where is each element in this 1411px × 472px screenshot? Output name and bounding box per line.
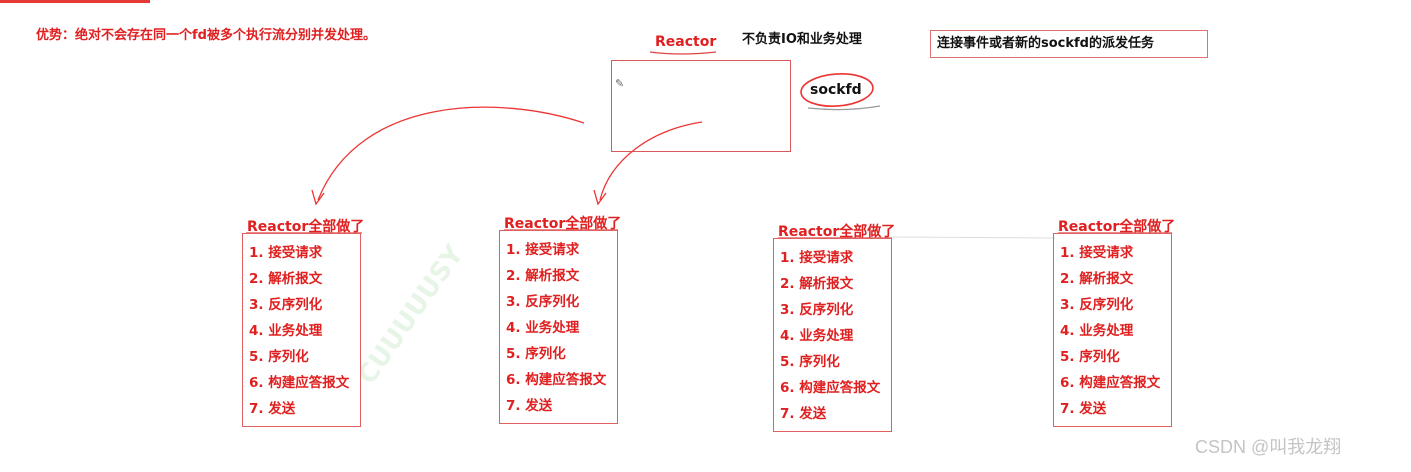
step-item: 2. 解析报文 [506,268,580,284]
reactor-title: Reactor [655,34,717,50]
step-item: 6. 构建应答报文 [1060,375,1161,391]
worker-2-steps: 1. 接受请求 2. 解析报文 3. 反序列化 4. 业务处理 5. 序列化 6… [499,230,618,424]
sockfd-underline [807,105,881,111]
step-item: 6. 构建应答报文 [506,372,607,388]
worker-3-steps: 1. 接受请求 2. 解析报文 3. 反序列化 4. 业务处理 5. 序列化 6… [773,238,892,432]
worker-3-title: Reactor全部做了 [778,224,896,240]
top-accent-bar [0,0,150,3]
step-item: 5. 序列化 [506,346,566,362]
sockfd-label: sockfd [810,82,862,98]
advantage-note: 优势：绝对不会存在同一个fd被多个执行流分别并发处理。 [36,28,376,43]
worker-2-title: Reactor全部做了 [504,216,622,232]
worker-1-title: Reactor全部做了 [247,219,365,235]
step-item: 4. 业务处理 [506,320,580,336]
step-item: 2. 解析报文 [1060,271,1134,287]
step-item: 5. 序列化 [780,354,840,370]
worker-3-extra-line [891,236,1056,239]
step-item: 1. 接受请求 [249,245,323,261]
faint-background-mark: CUUUUUSY [352,239,470,391]
dispatch-note-text: 连接事件或者新的sockfd的派发任务 [937,36,1154,51]
step-item: 3. 反序列化 [1060,297,1134,313]
step-item: 1. 接受请求 [1060,245,1134,261]
arrow-head-1 [311,189,325,206]
step-item: 4. 业务处理 [249,323,323,339]
step-item: 5. 序列化 [1060,349,1120,365]
no-io-note: 不负责IO和业务处理 [742,32,862,47]
step-item: 2. 解析报文 [249,271,323,287]
step-item: 7. 发送 [506,398,553,414]
worker-4-steps: 1. 接受请求 2. 解析报文 3. 反序列化 4. 业务处理 5. 序列化 6… [1053,233,1172,427]
step-item: 3. 反序列化 [780,302,854,318]
step-item: 5. 序列化 [249,349,309,365]
step-item: 7. 发送 [1060,401,1107,417]
step-item: 6. 构建应答报文 [780,380,881,396]
step-item: 3. 反序列化 [506,294,580,310]
step-item: 7. 发送 [249,401,296,417]
worker-1-steps: 1. 接受请求 2. 解析报文 3. 反序列化 4. 业务处理 5. 序列化 6… [242,233,361,427]
arrow-head-2 [593,189,607,206]
step-item: 1. 接受请求 [780,250,854,266]
step-item: 4. 业务处理 [1060,323,1134,339]
step-item: 6. 构建应答报文 [249,375,350,391]
reactor-box [611,60,791,152]
step-item: 7. 发送 [780,406,827,422]
arrow-to-worker-1 [317,106,585,201]
step-item: 4. 业务处理 [780,328,854,344]
worker-4-title: Reactor全部做了 [1058,219,1176,235]
dispatch-note-box: 连接事件或者新的sockfd的派发任务 [930,30,1208,58]
step-item: 1. 接受请求 [506,242,580,258]
pencil-icon: ✎ [615,77,625,90]
reactor-title-underline [649,51,717,55]
step-item: 2. 解析报文 [780,276,854,292]
csdn-watermark: CSDN @叫我龙翔 [1195,437,1342,457]
step-item: 3. 反序列化 [249,297,323,313]
